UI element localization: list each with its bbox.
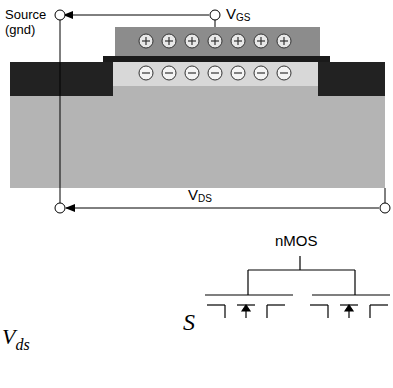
wire	[385, 188, 386, 203]
drain-region	[318, 62, 385, 96]
voltage-label: V	[188, 187, 198, 202]
wire	[60, 20, 61, 203]
charges	[139, 34, 291, 80]
voltage-label: V	[226, 6, 236, 21]
voltage-subscript: GS	[236, 13, 250, 23]
voltage-subscript: ds	[15, 337, 29, 353]
source-label: Source (gnd)	[5, 8, 52, 38]
gate-oxide	[103, 56, 330, 62]
gate	[115, 27, 320, 56]
source-region	[10, 62, 113, 96]
voltage-label: V	[2, 326, 15, 348]
wire	[215, 20, 216, 27]
terminal	[55, 203, 65, 213]
vds-arrow	[66, 208, 379, 209]
nmos-symbol	[205, 256, 390, 318]
channel	[113, 62, 318, 86]
vgs-arrow	[64, 15, 209, 16]
device-label: nMOS	[275, 233, 318, 248]
voltage-subscript: DS	[198, 194, 212, 204]
terminal-label: S	[183, 310, 195, 334]
terminal	[210, 10, 220, 20]
terminal	[380, 203, 390, 213]
substrate	[10, 62, 385, 188]
terminal	[55, 10, 65, 20]
